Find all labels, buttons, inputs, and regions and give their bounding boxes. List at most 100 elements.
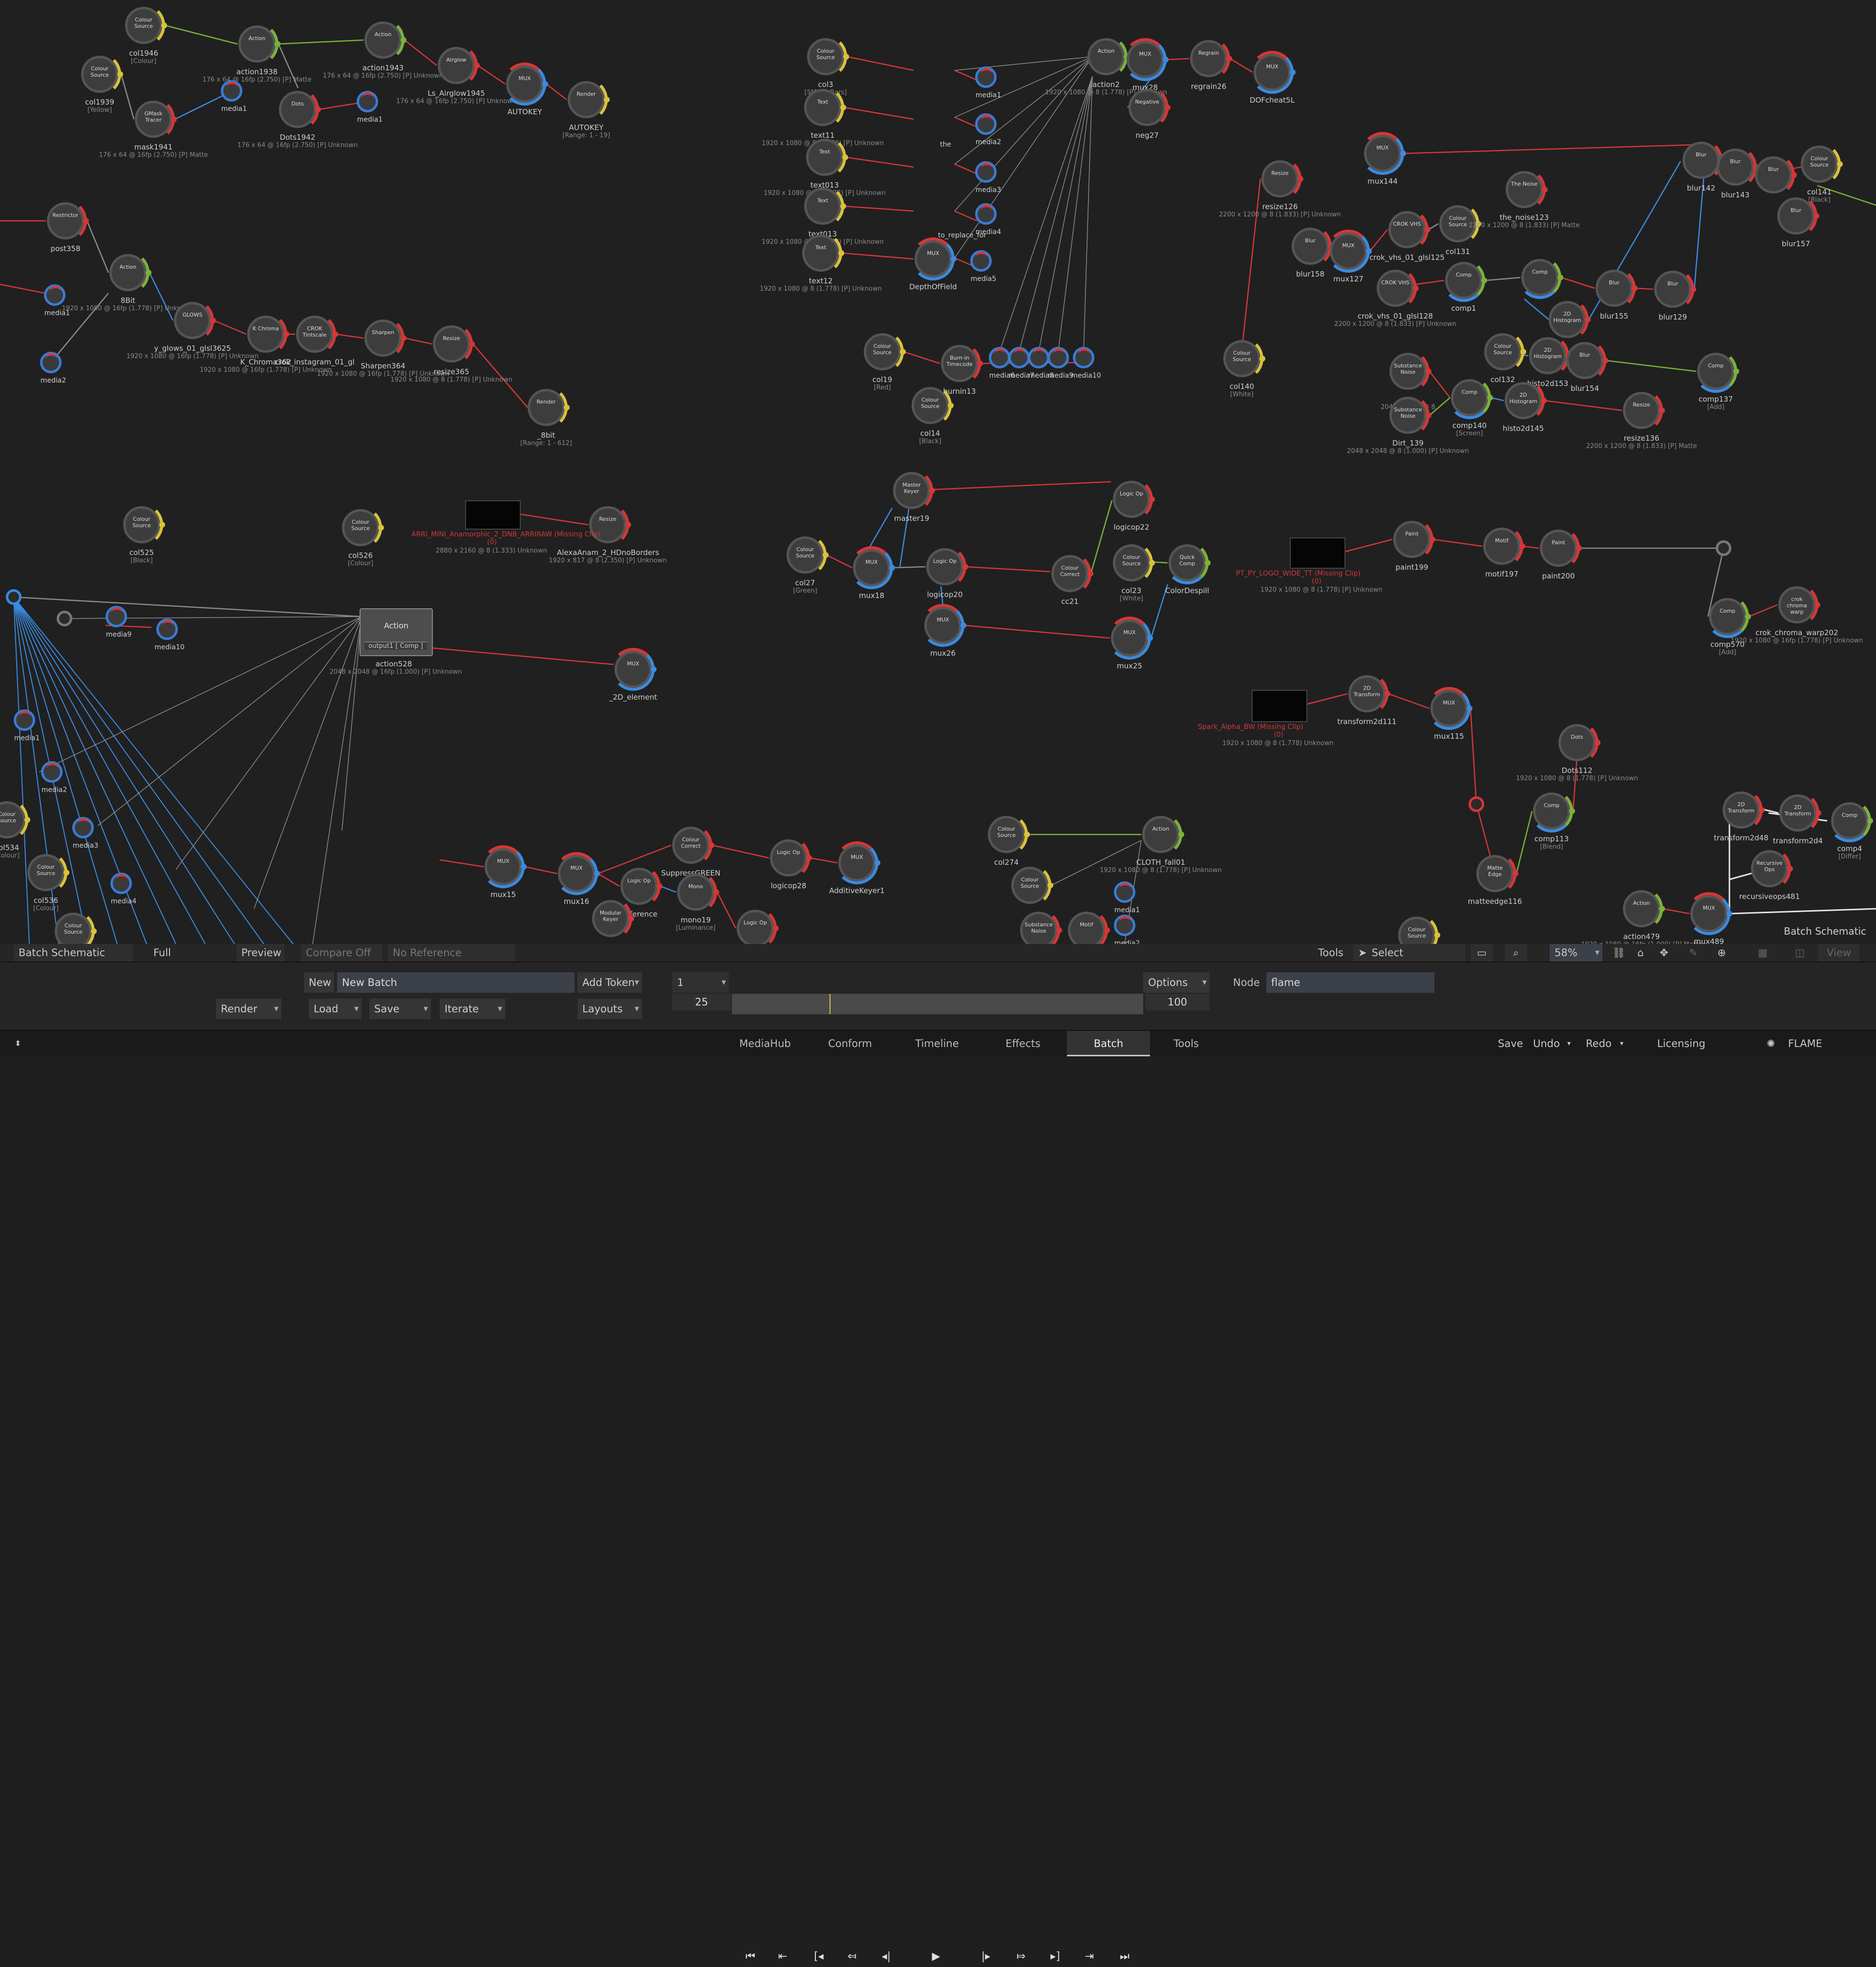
output-pin[interactable] <box>315 107 321 112</box>
media-input-node[interactable]: media2 <box>41 761 67 794</box>
output-pin[interactable] <box>1434 932 1440 938</box>
node-colsrc2[interactable]: Colour Source <box>1008 864 1053 907</box>
media-input-node[interactable]: media1 <box>357 91 383 124</box>
frame-icon[interactable]: ▭ <box>1471 944 1493 962</box>
start-frame-field[interactable]: 25 <box>672 994 731 1010</box>
output-pin[interactable] <box>842 154 848 160</box>
output-pin[interactable] <box>625 522 631 528</box>
select-tool[interactable]: ➤Select <box>1353 944 1466 962</box>
node-2delement[interactable]: MUX_2D_element <box>609 648 657 702</box>
redo-button[interactable]: Redo <box>1586 1038 1612 1049</box>
output-pin[interactable] <box>1400 150 1406 156</box>
output-pin[interactable] <box>64 870 69 876</box>
output-pin[interactable] <box>713 889 719 895</box>
output-pin[interactable] <box>1837 161 1843 167</box>
media-input-node[interactable]: media2 <box>975 113 1001 146</box>
prev-mark-icon[interactable]: [◂ <box>814 1950 824 1963</box>
output-pin[interactable] <box>1595 740 1600 746</box>
compare-selector[interactable]: Compare Off <box>301 944 382 962</box>
media-input-node[interactable]: media1 <box>1114 881 1140 914</box>
output-pin[interactable] <box>1787 866 1793 872</box>
output-pin[interactable] <box>1791 172 1797 178</box>
node-action479[interactable]: Actionaction4791920 x 1080 @ 16fp (1.000… <box>1581 887 1702 944</box>
output-pin[interactable] <box>594 871 600 877</box>
node-colsrc3[interactable]: Colour Source <box>1395 914 1440 944</box>
output-pin[interactable] <box>401 335 406 341</box>
output-pin[interactable] <box>1867 818 1873 824</box>
media-input-node[interactable]: media1 <box>44 284 70 317</box>
tab-batch[interactable]: Batch <box>1067 1031 1150 1056</box>
output-pin[interactable] <box>1149 496 1155 502</box>
node-8bitrender[interactable]: Render_8bit[Range: 1 - 612] <box>520 386 572 447</box>
media-input-node[interactable]: media2 <box>1114 915 1140 944</box>
output-pin[interactable] <box>657 883 662 889</box>
output-pin[interactable] <box>604 97 610 103</box>
zoom-level[interactable]: 58% <box>1550 944 1602 962</box>
output-pin[interactable] <box>1813 213 1819 219</box>
output-pin[interactable] <box>628 916 634 921</box>
media-input-node[interactable]: media5 <box>970 250 996 283</box>
output-pin[interactable] <box>977 361 983 366</box>
add-token-button[interactable]: Add Token <box>577 972 642 993</box>
media-input-node[interactable]: media4 <box>975 203 1001 236</box>
output-pin[interactable] <box>806 855 812 861</box>
action-node-expanded[interactable]: Action output1 [ Comp ] <box>360 608 433 656</box>
media-input-node[interactable]: media6 <box>989 347 1015 380</box>
media-input-node[interactable]: media1 <box>221 80 247 113</box>
next-key-icon[interactable]: ⤇ <box>1016 1950 1026 1963</box>
status-save-button[interactable]: Save <box>1498 1038 1523 1049</box>
pipe-hub-node[interactable] <box>6 589 21 605</box>
output-pin[interactable] <box>1659 906 1665 912</box>
output-pin[interactable] <box>1226 56 1232 62</box>
preview-button[interactable]: Preview <box>236 944 284 962</box>
home-icon[interactable]: ⌂ <box>1637 947 1644 959</box>
output-pin[interactable] <box>1163 57 1169 63</box>
node-col534[interactable]: Colour Sourcecol534[Colour] <box>0 798 30 859</box>
output-pin[interactable] <box>332 331 338 337</box>
play-icon[interactable]: ▶ <box>932 1950 940 1963</box>
media-input-node[interactable]: media9 <box>1047 347 1073 380</box>
media-input-node[interactable]: media3 <box>72 817 98 850</box>
layouts-button[interactable]: Layouts <box>577 999 642 1019</box>
output-pin[interactable] <box>843 54 849 60</box>
output-pin[interactable] <box>1425 227 1430 233</box>
output-pin[interactable] <box>1104 927 1110 933</box>
output-pin[interactable] <box>378 525 384 531</box>
next-mark-icon[interactable]: ▸] <box>1050 1950 1060 1963</box>
node-colsrc4[interactable]: Colour Source <box>52 910 97 944</box>
end-frame-field[interactable]: 100 <box>1145 994 1210 1010</box>
output-pin[interactable] <box>951 256 957 262</box>
tab-tools[interactable]: Tools <box>1173 1038 1199 1049</box>
output-pin[interactable] <box>1481 278 1487 283</box>
output-pin[interactable] <box>1557 275 1563 280</box>
new-batch-button[interactable]: New <box>304 972 334 993</box>
